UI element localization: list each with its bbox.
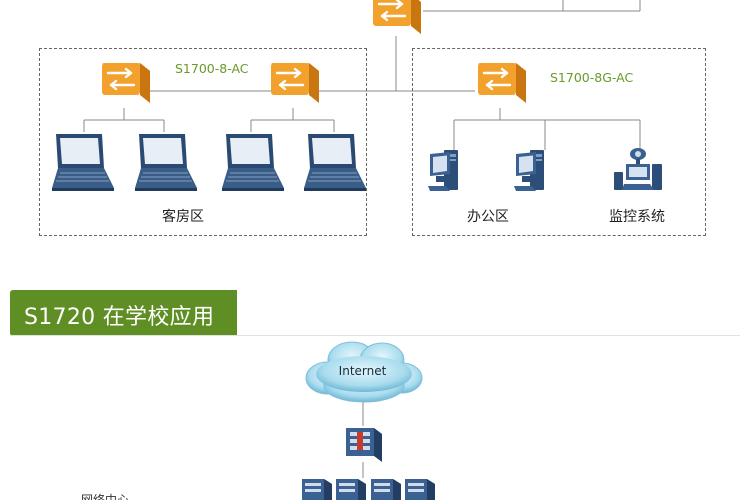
laptop-icon [52,134,114,191]
cloud-label: Internet [338,364,387,378]
laptop-icon [304,134,366,191]
section-banner: S1720 在学校应用 [10,290,237,336]
switch-icon [373,0,421,34]
server-icon [336,479,366,500]
internet-cloud-icon [305,341,423,403]
switch-icon [102,63,150,103]
area-label-office: 办公区 [467,209,509,225]
server-icon [405,479,435,500]
desktop-pc-icon [428,150,458,191]
server-icon [302,479,332,500]
area-label-monitoring: 监控系统 [609,209,665,225]
network-center-label: 网络中心 [81,493,130,500]
zone-office-monitoring [412,48,706,236]
server-icon [371,479,401,500]
zone-guest-rooms [39,48,367,236]
switch-model-label: S1700-8-AC [175,61,249,76]
section-title: S1720 在学校应用 [24,305,215,330]
switch-icon [271,63,319,103]
laptop-icon [135,134,197,191]
laptop-icon [222,134,284,191]
firewall-icon [346,428,382,462]
surveillance-camera-icon [614,148,662,190]
area-label-guest-rooms: 客房区 [162,209,204,225]
switch-model-label: S1700-8G-AC [550,70,634,85]
section-divider [10,335,740,336]
switch-icon [478,63,526,103]
desktop-pc-icon [514,150,544,191]
